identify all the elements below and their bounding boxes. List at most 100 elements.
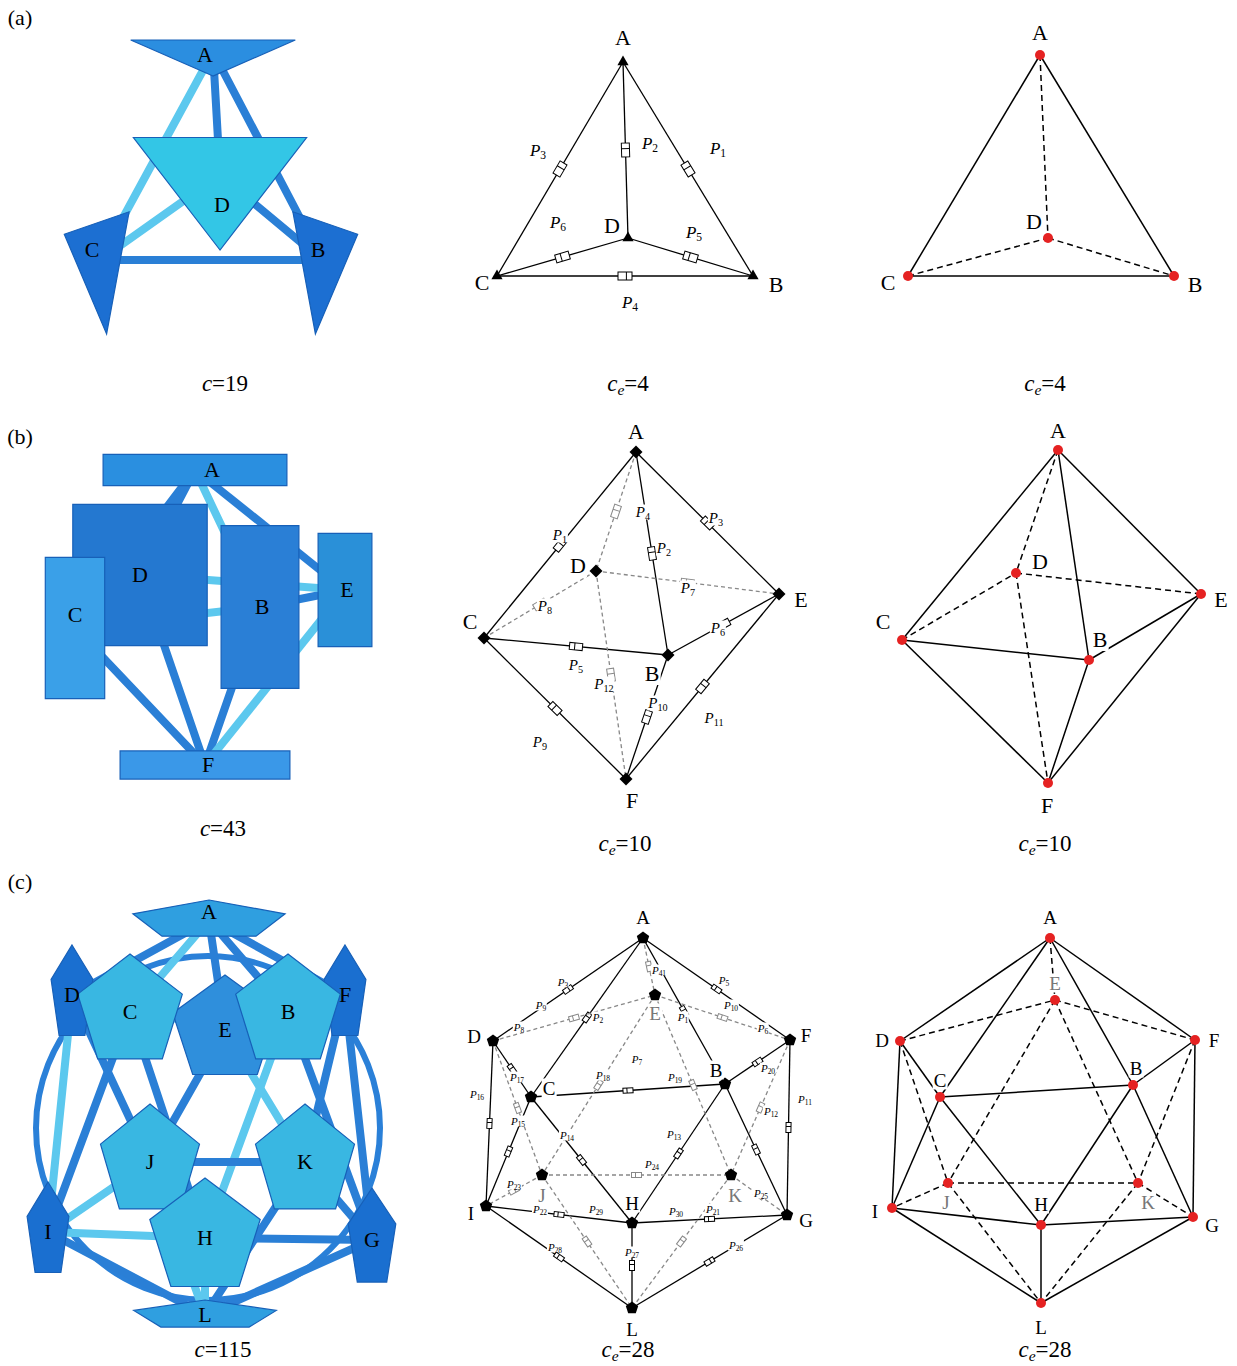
actuator-cylinder bbox=[611, 504, 622, 519]
actuator-piston bbox=[786, 1126, 791, 1127]
actuator-symbol bbox=[576, 1155, 586, 1166]
actuator-label: P3 bbox=[529, 142, 547, 159]
vertex-letter: G bbox=[1204, 1216, 1220, 1235]
actuator-piston bbox=[721, 1015, 723, 1020]
actuator-piston bbox=[684, 166, 691, 170]
platform-letter: B bbox=[311, 239, 326, 261]
actuator-cylinder bbox=[513, 1102, 521, 1113]
count-caption: c=115 bbox=[195, 1338, 252, 1361]
actuator-label: P30 bbox=[668, 1206, 684, 1217]
actuator-graph bbox=[478, 446, 786, 786]
actuator-cylinder bbox=[618, 272, 632, 280]
vertex-letter: C bbox=[542, 1079, 557, 1098]
edge-line bbox=[531, 1097, 632, 1223]
topology-graph bbox=[897, 445, 1206, 788]
hidden-edge bbox=[1055, 1000, 1195, 1040]
actuator-piston bbox=[557, 1254, 560, 1258]
actuator-cylinder bbox=[554, 1211, 565, 1217]
edge-line bbox=[623, 62, 753, 276]
vertex-dot bbox=[1035, 50, 1045, 60]
actuator-label: P2 bbox=[592, 1012, 604, 1023]
platform-letter: J bbox=[146, 1151, 155, 1173]
actuator-label: P1 bbox=[552, 528, 568, 543]
hidden-edge bbox=[948, 1000, 1055, 1183]
vertex-letter: B bbox=[1092, 629, 1109, 651]
platform-letter: I bbox=[44, 1221, 51, 1243]
vertex-dot bbox=[1190, 1035, 1200, 1045]
actuator-piston bbox=[635, 1173, 636, 1178]
vertex-letter: A bbox=[1031, 22, 1049, 44]
vertex-letter: F bbox=[800, 1026, 813, 1045]
hidden-vertex-letter: K bbox=[1140, 1193, 1156, 1212]
platform-plate bbox=[133, 900, 285, 936]
actuator-symbol bbox=[487, 1118, 492, 1128]
vertex-dot bbox=[1036, 1298, 1046, 1308]
vertex-letter: C bbox=[880, 272, 897, 294]
platform-plate bbox=[293, 212, 358, 334]
actuator-piston bbox=[714, 986, 717, 990]
platform-letter: E bbox=[218, 1019, 231, 1041]
hidden-edge bbox=[486, 1175, 542, 1206]
edge-line bbox=[902, 640, 1089, 660]
actuator-cylinder bbox=[621, 143, 629, 157]
actuator-symbol bbox=[513, 1102, 521, 1113]
actuator-label: P11 bbox=[797, 1094, 813, 1105]
hidden-vertex-letter: K bbox=[727, 1186, 743, 1205]
joint-marker bbox=[637, 932, 649, 944]
hidden-edge bbox=[1138, 1183, 1193, 1217]
joint-marker bbox=[626, 1217, 638, 1229]
actuator-piston bbox=[557, 166, 564, 170]
actuator-label: P5 bbox=[718, 975, 730, 986]
structure-render bbox=[64, 40, 357, 334]
edge-line bbox=[892, 1041, 900, 1208]
actuator-piston bbox=[626, 1088, 627, 1093]
actuator-piston bbox=[487, 1122, 492, 1123]
joint-marker bbox=[626, 1302, 638, 1314]
actuator-symbol bbox=[786, 1122, 791, 1132]
actuator-label: P6 bbox=[549, 214, 567, 231]
edge-line bbox=[902, 450, 1058, 640]
vertex-dot bbox=[903, 271, 913, 281]
structure-render bbox=[27, 900, 396, 1327]
actuator-label: P3 bbox=[557, 977, 569, 988]
edge-line bbox=[1133, 1085, 1193, 1217]
actuator-label: P25 bbox=[753, 1188, 769, 1199]
actuator-piston bbox=[621, 148, 629, 149]
actuator-label: P8 bbox=[537, 599, 553, 614]
actuator-label: P24 bbox=[644, 1159, 660, 1170]
actuator-symbol bbox=[681, 161, 695, 177]
vertex-letter: I bbox=[467, 1204, 475, 1223]
actuator-label: P7 bbox=[680, 581, 696, 596]
joint-marker bbox=[536, 1169, 548, 1181]
actuator-label: P5 bbox=[568, 658, 584, 673]
actuator-label: P18 bbox=[595, 1070, 611, 1081]
actuator-label: P9 bbox=[532, 735, 548, 750]
edge-line bbox=[486, 1041, 493, 1206]
actuator-piston bbox=[690, 1083, 695, 1085]
actuator-cylinder bbox=[786, 1122, 791, 1132]
edge-line bbox=[486, 1206, 632, 1308]
edge-line bbox=[900, 938, 1050, 1041]
platform-letter: A bbox=[201, 901, 217, 923]
actuator-label: P14 bbox=[559, 1130, 575, 1141]
vertex-dot bbox=[895, 1036, 905, 1046]
actuator-label: P8 bbox=[513, 1022, 525, 1033]
vertex-dot bbox=[1036, 1220, 1046, 1230]
actuator-symbol bbox=[704, 1257, 715, 1266]
joint-marker bbox=[773, 588, 786, 601]
edge-line bbox=[636, 452, 668, 655]
hidden-edge bbox=[948, 1183, 1041, 1303]
edge-line bbox=[484, 452, 636, 638]
hidden-edge bbox=[1016, 573, 1048, 783]
vertex-letter: F bbox=[1040, 795, 1054, 817]
actuator-symbol bbox=[674, 1148, 684, 1159]
panel-tag: (a) bbox=[8, 7, 32, 29]
edge-line bbox=[632, 1215, 787, 1308]
actuator-cylinder bbox=[632, 1173, 642, 1178]
vertex-letter: A bbox=[614, 27, 632, 49]
vertex-dot bbox=[1045, 933, 1055, 943]
actuator-cylinder bbox=[642, 710, 653, 725]
joint-marker bbox=[617, 56, 628, 66]
actuator-symbol bbox=[689, 1079, 697, 1090]
